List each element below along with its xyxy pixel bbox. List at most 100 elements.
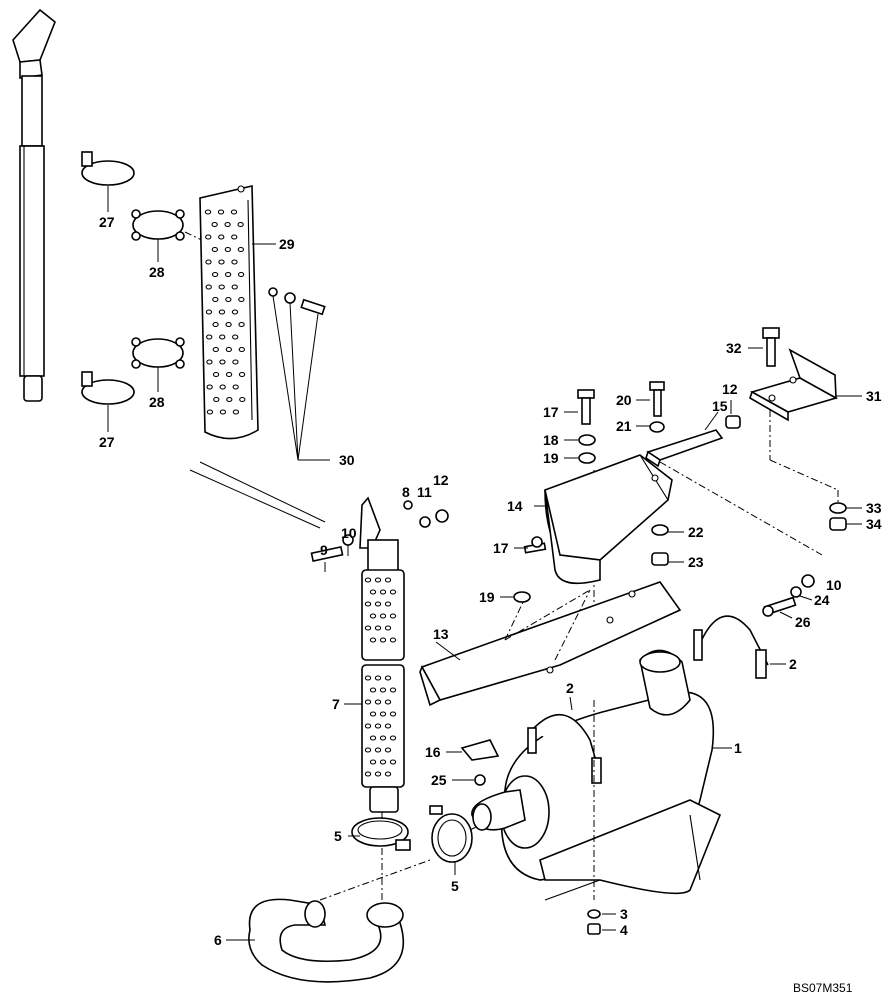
callout-27-lower: 27	[99, 434, 115, 450]
perforation-hole	[224, 271, 232, 278]
heat-shield-29	[199, 184, 276, 440]
perforation-hole	[389, 589, 397, 595]
angle-bracket-31	[749, 348, 862, 422]
nut-4	[587, 923, 616, 935]
callout-1: 1	[734, 740, 742, 756]
callout-32: 32	[726, 340, 742, 356]
perforation-hole	[364, 625, 372, 631]
fasteners-upper	[310, 500, 449, 572]
perforation-hole	[384, 699, 392, 705]
perforation-hole	[384, 771, 392, 777]
bracket-plate-13	[419, 581, 682, 707]
perforation-hole	[238, 321, 245, 328]
perforation-hole	[238, 346, 245, 353]
callout-31: 31	[866, 388, 882, 404]
callout-33: 33	[866, 500, 882, 516]
perforation-hole	[369, 637, 377, 643]
perforation-hole	[204, 209, 212, 215]
callout-6: 6	[214, 932, 222, 948]
perforation-hole	[374, 771, 382, 777]
perforation-hole	[218, 259, 225, 265]
washer-33	[829, 502, 862, 514]
perforation-hole	[374, 625, 382, 631]
perforation-hole	[384, 675, 392, 681]
callout-2-right: 2	[789, 656, 797, 672]
perforation-hole	[364, 747, 372, 753]
callout-4: 4	[620, 922, 628, 938]
perforation-hole	[206, 384, 213, 390]
perforation-hole	[232, 359, 239, 365]
washer-24	[790, 586, 813, 601]
perforation-hole	[239, 396, 246, 403]
perforation-hole	[374, 577, 382, 583]
perforation-hole	[379, 613, 387, 619]
perforation-hole	[231, 234, 238, 240]
perforation-hole	[374, 747, 382, 753]
callout-2-middle: 2	[566, 680, 574, 696]
perforation-hole	[212, 346, 219, 353]
perforation-hole	[231, 259, 238, 265]
perforation-hole	[364, 723, 372, 729]
callout-22: 22	[688, 524, 704, 540]
perforation-hole	[225, 371, 233, 378]
callout-17-lower: 17	[493, 540, 509, 556]
perforation-hole	[219, 359, 226, 365]
washer-3	[587, 909, 616, 919]
perforation-hole	[237, 246, 245, 253]
clamp-28-upper	[131, 209, 211, 262]
callout-34: 34	[866, 516, 882, 532]
perforation-hole	[389, 735, 397, 741]
perforation-hole	[384, 747, 392, 753]
perforation-hole	[237, 221, 244, 228]
perforation-hole	[364, 675, 372, 681]
clamp-27-upper	[81, 151, 135, 212]
perforation-hole	[205, 259, 212, 265]
callout-7: 7	[332, 696, 340, 712]
callout-12-left: 12	[433, 472, 449, 488]
nut-34	[829, 517, 862, 531]
muffler-1	[471, 649, 732, 901]
clamp-5-right	[429, 805, 473, 875]
washer-10-right	[801, 574, 815, 588]
perforation-hole	[369, 735, 377, 741]
callout-15: 15	[712, 398, 728, 414]
perforation-hole	[374, 699, 382, 705]
u-bolt-2-right	[693, 615, 786, 679]
perforation-hole	[218, 284, 225, 290]
callout-labels: 1 2 2 3 4 5 5 6 7 8 9 10 10 11 12 12 13 …	[99, 214, 882, 948]
callout-27-upper: 27	[99, 214, 115, 230]
washer-19-upper	[564, 452, 596, 464]
perforation-hole	[238, 296, 245, 303]
perforation-hole	[389, 759, 397, 765]
perforation-hole	[369, 759, 377, 765]
perforation-hole	[206, 334, 213, 340]
callout-21: 21	[616, 418, 632, 434]
callout-19-lower: 19	[479, 589, 495, 605]
perforation-hole	[389, 687, 397, 693]
callout-5-left: 5	[334, 828, 342, 844]
callout-12-right: 12	[722, 381, 738, 397]
perforation-hole	[217, 209, 225, 215]
perforation-hole	[389, 711, 397, 717]
bolt-17-upper	[564, 389, 595, 425]
callout-5-right: 5	[451, 878, 459, 894]
perforation-hole	[384, 723, 392, 729]
callout-13: 13	[433, 626, 449, 642]
perforation-hole	[231, 309, 239, 315]
washer-21	[636, 421, 665, 433]
perforation-hole	[211, 271, 219, 278]
callout-20: 20	[616, 392, 632, 408]
perforation-hole	[230, 209, 238, 215]
perforation-hole	[369, 613, 377, 619]
perforation-hole	[224, 246, 232, 253]
callout-10-left: 10	[341, 525, 357, 541]
washer-18	[564, 434, 596, 446]
nut-25	[452, 774, 486, 786]
callout-10-right: 10	[826, 577, 842, 593]
perforation-hole	[364, 771, 372, 777]
perforation-hole	[374, 675, 382, 681]
callout-26: 26	[795, 614, 811, 630]
perforation-hole	[374, 601, 382, 607]
perforation-hole	[364, 577, 372, 583]
callout-24: 24	[814, 592, 830, 608]
